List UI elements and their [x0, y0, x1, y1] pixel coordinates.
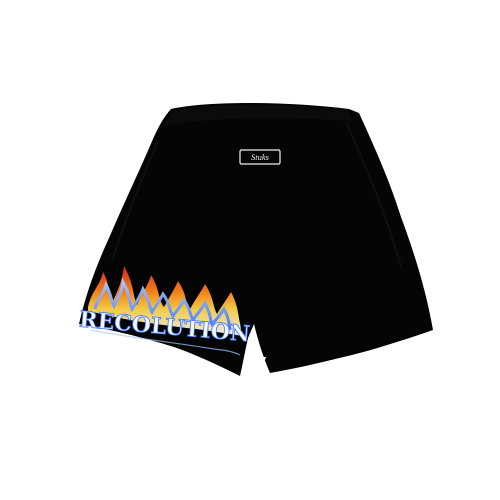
brand-label: Stuks: [239, 149, 281, 165]
side-seam-right: [345, 121, 403, 271]
hem-notch: [252, 356, 266, 372]
waistband: [163, 104, 356, 126]
brand-label-text: Stuks: [251, 152, 270, 162]
hem-detail-icon: [430, 282, 437, 312]
side-seam-left: [111, 140, 159, 263]
